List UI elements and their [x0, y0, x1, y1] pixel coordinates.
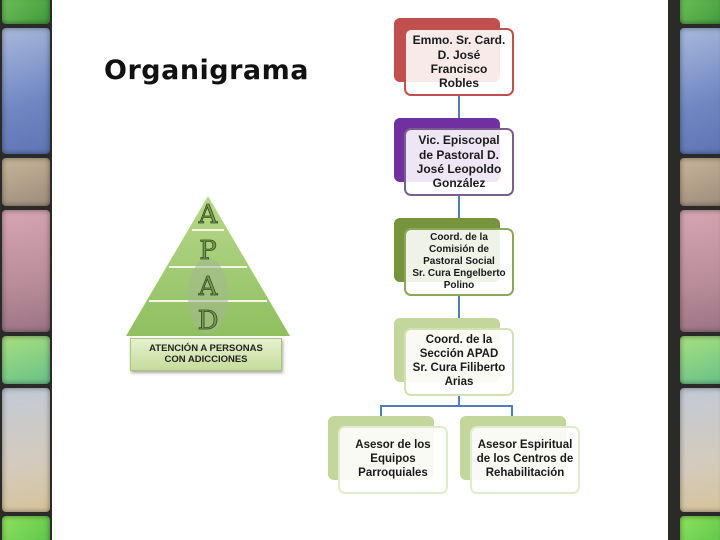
connector-line	[380, 405, 513, 407]
connector-line	[511, 405, 513, 416]
connector-line	[458, 196, 460, 228]
pyramid-emblem	[188, 258, 228, 334]
org-node-asesor-equipos: Asesor de los Equipos Parroquiales	[338, 426, 448, 494]
tile-green-bottom	[2, 516, 50, 540]
tile-green	[2, 0, 50, 24]
tile-blue	[680, 28, 720, 154]
tile-mint	[680, 336, 720, 384]
org-node-label: Coord. de la Sección APAD Sr. Cura Filib…	[412, 334, 506, 388]
tile-tan	[2, 158, 50, 206]
org-node-cardenal: Emmo. Sr. Card. D. José Francisco Robles	[404, 28, 514, 96]
pyramid-letter: P	[199, 236, 217, 266]
apad-pyramid-logo: A P A D	[126, 196, 290, 336]
right-tile-border	[668, 0, 720, 540]
apad-caption: ATENCIÓN A PERSONAS CON ADICCIONES	[130, 338, 282, 371]
pyramid-letter: A	[198, 200, 219, 230]
org-node-label: Asesor Espiritual de los Centros de Reha…	[476, 439, 574, 479]
connector-line	[458, 296, 460, 328]
tile-green	[680, 0, 720, 24]
org-node-vicario: Vic. Episcopal de Pastoral D. José Leopo…	[404, 128, 514, 196]
tile-rose	[2, 210, 50, 332]
tile-blue	[2, 28, 50, 154]
org-node-label: Emmo. Sr. Card. D. José Francisco Robles	[412, 33, 506, 91]
tile-silver	[2, 388, 50, 512]
connector-line	[458, 96, 460, 128]
org-node-label: Asesor de los Equipos Parroquiales	[355, 439, 431, 479]
tile-silver	[680, 388, 720, 512]
org-node-asesor-centros: Asesor Espiritual de los Centros de Reha…	[470, 426, 580, 494]
connector-line	[458, 394, 460, 406]
tile-tan	[680, 158, 720, 206]
pyramid-letter: D	[198, 306, 219, 336]
org-node-label: Coord. de la Comisión de Pastoral Social…	[412, 232, 506, 291]
org-node-label: Vic. Episcopal de Pastoral D. José Leopo…	[416, 133, 502, 191]
pyramid-letter: A	[198, 272, 219, 302]
tile-rose	[680, 210, 720, 332]
left-tile-border	[0, 0, 52, 540]
connector-line	[380, 405, 382, 416]
org-node-coord-comision: Coord. de la Comisión de Pastoral Social…	[404, 228, 514, 296]
tile-green-bottom	[680, 516, 720, 540]
org-node-coord-apad: Coord. de la Sección APAD Sr. Cura Filib…	[404, 328, 514, 396]
page-title: Organigrama	[104, 55, 310, 86]
tile-mint	[2, 336, 50, 384]
